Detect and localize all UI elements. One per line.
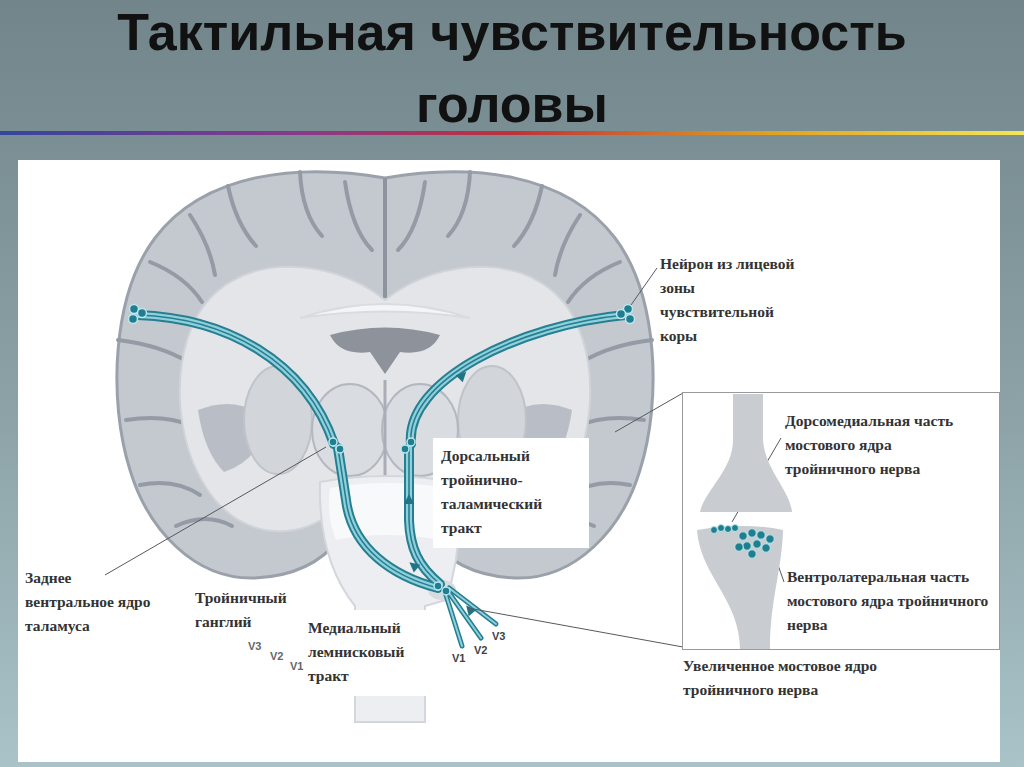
branch-label: V3 xyxy=(248,640,266,653)
leader-line xyxy=(631,268,657,305)
leader-line xyxy=(468,608,683,647)
tract-core xyxy=(138,315,625,588)
neuron xyxy=(129,315,138,324)
nerve-outer xyxy=(445,588,496,646)
dot xyxy=(739,532,747,540)
neuron xyxy=(617,310,626,319)
dot xyxy=(735,543,743,551)
callout-label: Нейрон из лицевой зоны чувствительной ко… xyxy=(660,252,795,348)
tract xyxy=(411,315,625,444)
nucleus-lower xyxy=(697,526,783,649)
box-label: Медиальный лемнисковый тракт xyxy=(308,616,434,688)
nucleus-dots xyxy=(711,525,775,559)
callout-label: Тройничный ганглий xyxy=(195,586,320,634)
branch-label: V1 xyxy=(290,660,308,673)
third-ventricle xyxy=(384,380,387,478)
branch-label: V2 xyxy=(474,644,492,657)
nerve xyxy=(447,590,481,638)
dot xyxy=(753,540,761,548)
neuron xyxy=(138,309,147,318)
dot xyxy=(748,529,756,537)
branch-label: V3 xyxy=(492,630,510,643)
dot xyxy=(711,527,718,534)
longitudinal-fissure xyxy=(383,178,387,298)
tract-inner xyxy=(138,315,625,588)
arrowhead xyxy=(404,494,414,504)
tract xyxy=(411,315,625,444)
brain-outline xyxy=(117,172,653,578)
title: Тактильная чувствительность головы xyxy=(22,0,1002,140)
tract xyxy=(138,315,334,444)
ventricles xyxy=(330,328,440,375)
neuron xyxy=(407,438,415,446)
inset-label: Дорсомедиальная часть мостового ядра тро… xyxy=(785,409,977,481)
dot xyxy=(748,550,756,558)
branch-label: V2 xyxy=(270,650,288,663)
inset-caption: Увеличенное мостовое ядро тройничного не… xyxy=(683,654,933,702)
box-label: Дорсальный тройнично-таламический тракт xyxy=(441,444,581,540)
dot xyxy=(718,525,725,532)
nerve-inner xyxy=(445,588,496,646)
leader-line xyxy=(615,393,683,432)
tract-label-box: Дорсальный тройнично-таламический тракт xyxy=(433,438,589,548)
tract-label-box: Медиальный лемнисковый тракт xyxy=(300,610,442,696)
neurons xyxy=(129,305,635,596)
neuron xyxy=(626,315,635,324)
dot xyxy=(743,542,751,550)
dot xyxy=(732,525,739,532)
neuron xyxy=(442,587,450,595)
arrowhead xyxy=(456,368,470,382)
inset-frame: Дорсомедиальная часть мостового ядра тро… xyxy=(682,392,1000,650)
nerve xyxy=(449,588,496,624)
tract xyxy=(138,315,334,444)
leader-line xyxy=(105,447,326,575)
neuron xyxy=(401,445,409,453)
tract xyxy=(138,315,334,444)
dot xyxy=(766,535,774,543)
branch-label: V1 xyxy=(452,652,470,665)
tract-outer xyxy=(138,315,625,588)
dot xyxy=(762,544,770,552)
nerve xyxy=(449,588,496,624)
dot xyxy=(725,526,732,533)
neuron xyxy=(434,582,442,590)
nucleus-upper xyxy=(700,394,792,512)
neuron xyxy=(336,445,344,453)
corpus-callosum xyxy=(300,304,470,318)
arrowhead xyxy=(406,558,420,572)
callout-label: Заднее вентральное ядро таламуса xyxy=(25,566,160,638)
neuron xyxy=(329,438,337,446)
dot xyxy=(757,531,765,539)
tracts xyxy=(138,315,625,646)
tract xyxy=(411,315,625,444)
inset-label: Вентролатеральная часть мостового ядра т… xyxy=(787,565,995,637)
